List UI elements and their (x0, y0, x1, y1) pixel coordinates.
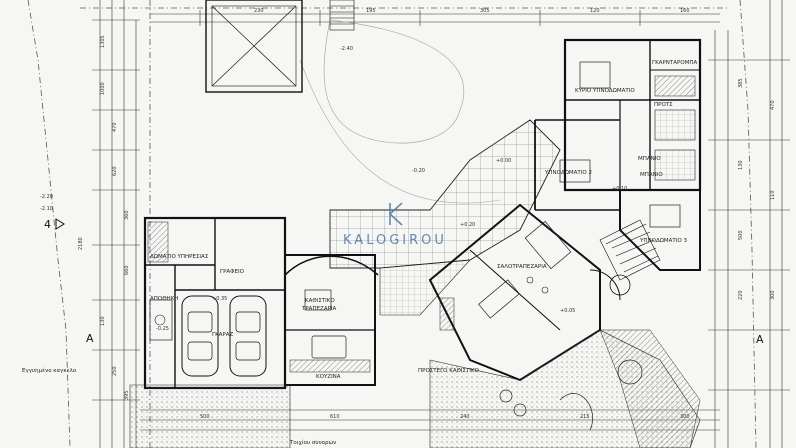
room-label-bath-2: ΜΠΑΝΙΟ (640, 172, 663, 178)
right-dimension-lines (708, 0, 790, 448)
svg-text:1000: 1000 (100, 82, 106, 95)
svg-text:470: 470 (770, 100, 776, 110)
section-marker-a-left: A (86, 332, 94, 345)
svg-text:130: 130 (738, 160, 744, 170)
room-label-wc: ΠΡΟΤΣ (654, 102, 673, 108)
car-2-icon (229, 295, 267, 377)
room-label-family: ΚΑΘΙΣΤΙΚΟ (305, 298, 335, 304)
svg-text:470: 470 (112, 122, 118, 132)
svg-text:500: 500 (738, 230, 744, 240)
exterior-stairs (329, 0, 355, 31)
svg-text:-2.10: -2.10 (40, 206, 53, 212)
room-label-master-bedroom: ΚΥΡΙΟ ΥΠΝΟΔΩΜΑΤΙΟ (575, 88, 635, 94)
svg-text:+0.10: +0.10 (612, 186, 627, 192)
car-1-icon (181, 295, 219, 377)
svg-text:+0.05: +0.05 (560, 308, 575, 314)
svg-text:610: 610 (330, 414, 340, 420)
svg-text:A: A (86, 332, 94, 345)
central-block (284, 254, 379, 386)
room-label-bedroom-3: ΥΠΝΟΔΩΜΑΤΙΟ 3 (639, 238, 687, 244)
east-wing (534, 38, 702, 271)
pergola-structure (205, 0, 303, 93)
level-markers: +0.00 +0.10 -0.20 +0.35 -0.25 -2.40 -2.2… (40, 46, 627, 332)
svg-text:+0.35: +0.35 (212, 296, 227, 302)
svg-text:385: 385 (738, 78, 744, 88)
west-wing (143, 216, 287, 390)
svg-text:120: 120 (590, 8, 600, 14)
svg-text:660: 660 (124, 265, 130, 275)
svg-text:-0.25: -0.25 (156, 326, 169, 332)
svg-text:2180: 2180 (78, 237, 84, 250)
section-marker-a-right: A (756, 333, 764, 346)
svg-text:-2.20: -2.20 (40, 194, 53, 200)
svg-text:230: 230 (254, 8, 264, 14)
label-boundary-fence: Εγγυημένο καγκελο (22, 367, 77, 374)
room-label-bath-1: ΜΠΑΝΙΟ (638, 156, 661, 162)
dimension-numbers: 1305 1000 470 620 360 660 130 250 395 21… (78, 8, 776, 420)
svg-text:4: 4 (44, 218, 51, 231)
garden-seating (499, 359, 643, 431)
room-label-kitchen: ΚΟΥΖΙΝΑ (316, 374, 341, 380)
room-label-bedroom-2: ΥΠΝΟΔΩΜΑΤΙΟ 2 (544, 170, 592, 176)
svg-text:300: 300 (770, 290, 776, 300)
kalogirou-watermark: KALOGIROU (343, 202, 447, 248)
room-label-porch: ΠΡΟΣΤΕΓΟ ΚΑΘΙΣΤΙΚΟ (418, 368, 480, 374)
svg-text:220: 220 (738, 290, 744, 300)
room-label-living: ΣΑΛΟΤΡΑΠΕΖΑΡΙΑ (497, 264, 547, 270)
svg-text:110: 110 (770, 190, 776, 200)
section-marker-4: 4 (44, 218, 65, 231)
svg-text:KALOGIROU: KALOGIROU (343, 233, 447, 248)
left-dimension-lines (92, 0, 140, 448)
site-contour (323, 19, 465, 144)
watermark-k-icon (389, 202, 403, 226)
room-label-garage: ΓΚΑΡΑΖ (212, 332, 234, 338)
svg-text:130: 130 (100, 316, 106, 326)
label-boundary-wall: Τοιχίου σύνορων (289, 439, 336, 446)
room-label-dressing: ΓΚΑΡΝΤΑΡΟΜΠΑ (652, 60, 698, 66)
room-label-maid: ΔΩΜΑΤΙΟ ΥΠΗΡΕΣΙΑΣ (150, 254, 209, 260)
svg-text:-0.20: -0.20 (412, 168, 425, 174)
svg-text:+0.00: +0.00 (496, 158, 511, 164)
garden-hatch (599, 329, 701, 448)
svg-text:620: 620 (112, 166, 118, 176)
svg-text:215: 215 (580, 414, 590, 420)
svg-text:300: 300 (680, 414, 690, 420)
entrance-paving (379, 259, 471, 316)
svg-text:-2.40: -2.40 (340, 46, 353, 52)
top-dimension-lines (150, 10, 720, 26)
room-label-dining: ΤΡΑΠΕΖΑΡΙΑ (301, 306, 337, 312)
terrace-paving (329, 119, 561, 269)
svg-text:195: 195 (366, 8, 376, 14)
room-label-storage: ΑΠΟΘΗΚΗ (150, 296, 178, 302)
svg-text:305: 305 (480, 8, 490, 14)
room-label-office: ΓΡΑΦΕΙΟ (220, 269, 245, 275)
south-patio (129, 384, 291, 448)
svg-text:250: 250 (112, 366, 118, 376)
svg-text:395: 395 (124, 390, 130, 400)
svg-text:360: 360 (124, 210, 130, 220)
svg-text:+0.20: +0.20 (460, 222, 475, 228)
svg-text:A: A (756, 333, 764, 346)
svg-text:160: 160 (680, 8, 690, 14)
svg-text:500: 500 (200, 414, 210, 420)
svg-text:240: 240 (460, 414, 470, 420)
svg-text:1305: 1305 (100, 35, 106, 48)
